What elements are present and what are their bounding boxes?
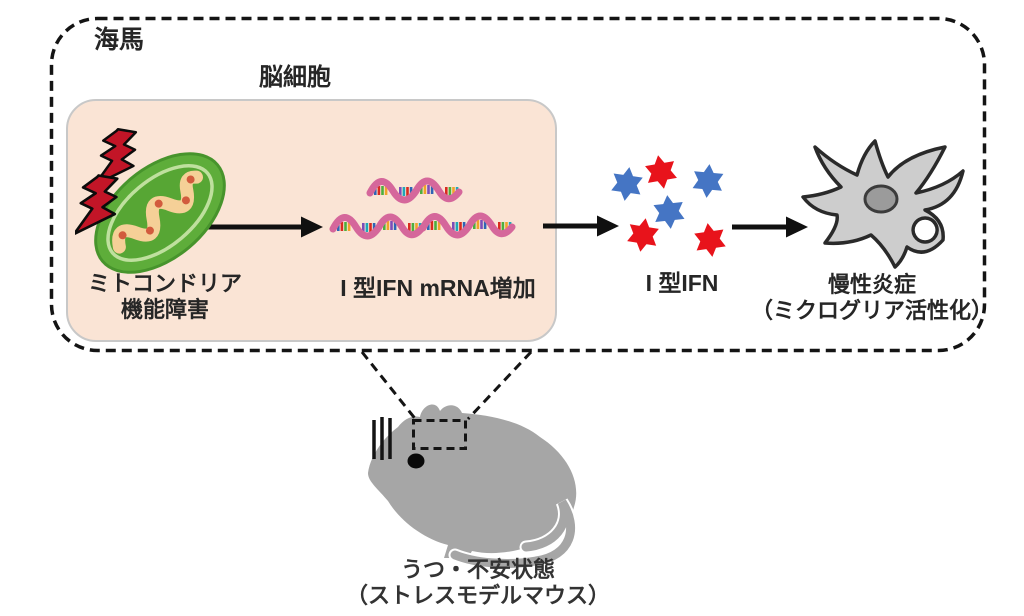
ifn-star-red — [625, 215, 661, 255]
ifn-label: I 型IFN — [645, 270, 719, 296]
mrna-strand-icon — [325, 170, 535, 265]
ifn-star-blue — [691, 162, 725, 200]
mouse-eye — [407, 453, 425, 469]
mouse-label-line1: うつ・不安状態 — [400, 557, 556, 582]
inflammation-label-line2: （ミクログリア活性化） — [750, 297, 994, 323]
ifn-star-blue — [652, 193, 686, 231]
ifn-star-red — [693, 221, 727, 258]
ifn-star-red — [643, 152, 679, 192]
microglia-icon — [801, 139, 965, 269]
lightning-bolt-icon — [75, 174, 119, 236]
mouse-icon — [368, 404, 577, 570]
mitochondria-label: ミトコンドリア 機能障害 — [88, 271, 242, 323]
mouse-label: うつ・不安状態 （ストレスモデルマウス） — [346, 557, 610, 609]
mouse-tail — [450, 499, 575, 568]
mouse-label-line2: （ストレスモデルマウス） — [345, 582, 611, 608]
mitochondria-label-line1: ミトコンドリア — [87, 271, 243, 296]
mitochondria-label-line2: 機能障害 — [120, 296, 210, 322]
microglia-nucleus — [863, 184, 899, 214]
inflammation-label-line1: 慢性炎症 — [827, 272, 917, 297]
cristae-dots — [118, 175, 195, 240]
mitochondria-icon — [75, 127, 226, 274]
ifn-star-blue — [610, 165, 644, 203]
mrna-label: I 型IFN mRNA増加 — [340, 275, 536, 301]
ifn-star-icon — [610, 152, 727, 258]
inflammation-label: 慢性炎症 （ミクログリア活性化） — [751, 272, 993, 324]
brain-cell-label: 脳細胞 — [259, 64, 331, 91]
hippocampus-label: 海馬 — [94, 26, 145, 54]
